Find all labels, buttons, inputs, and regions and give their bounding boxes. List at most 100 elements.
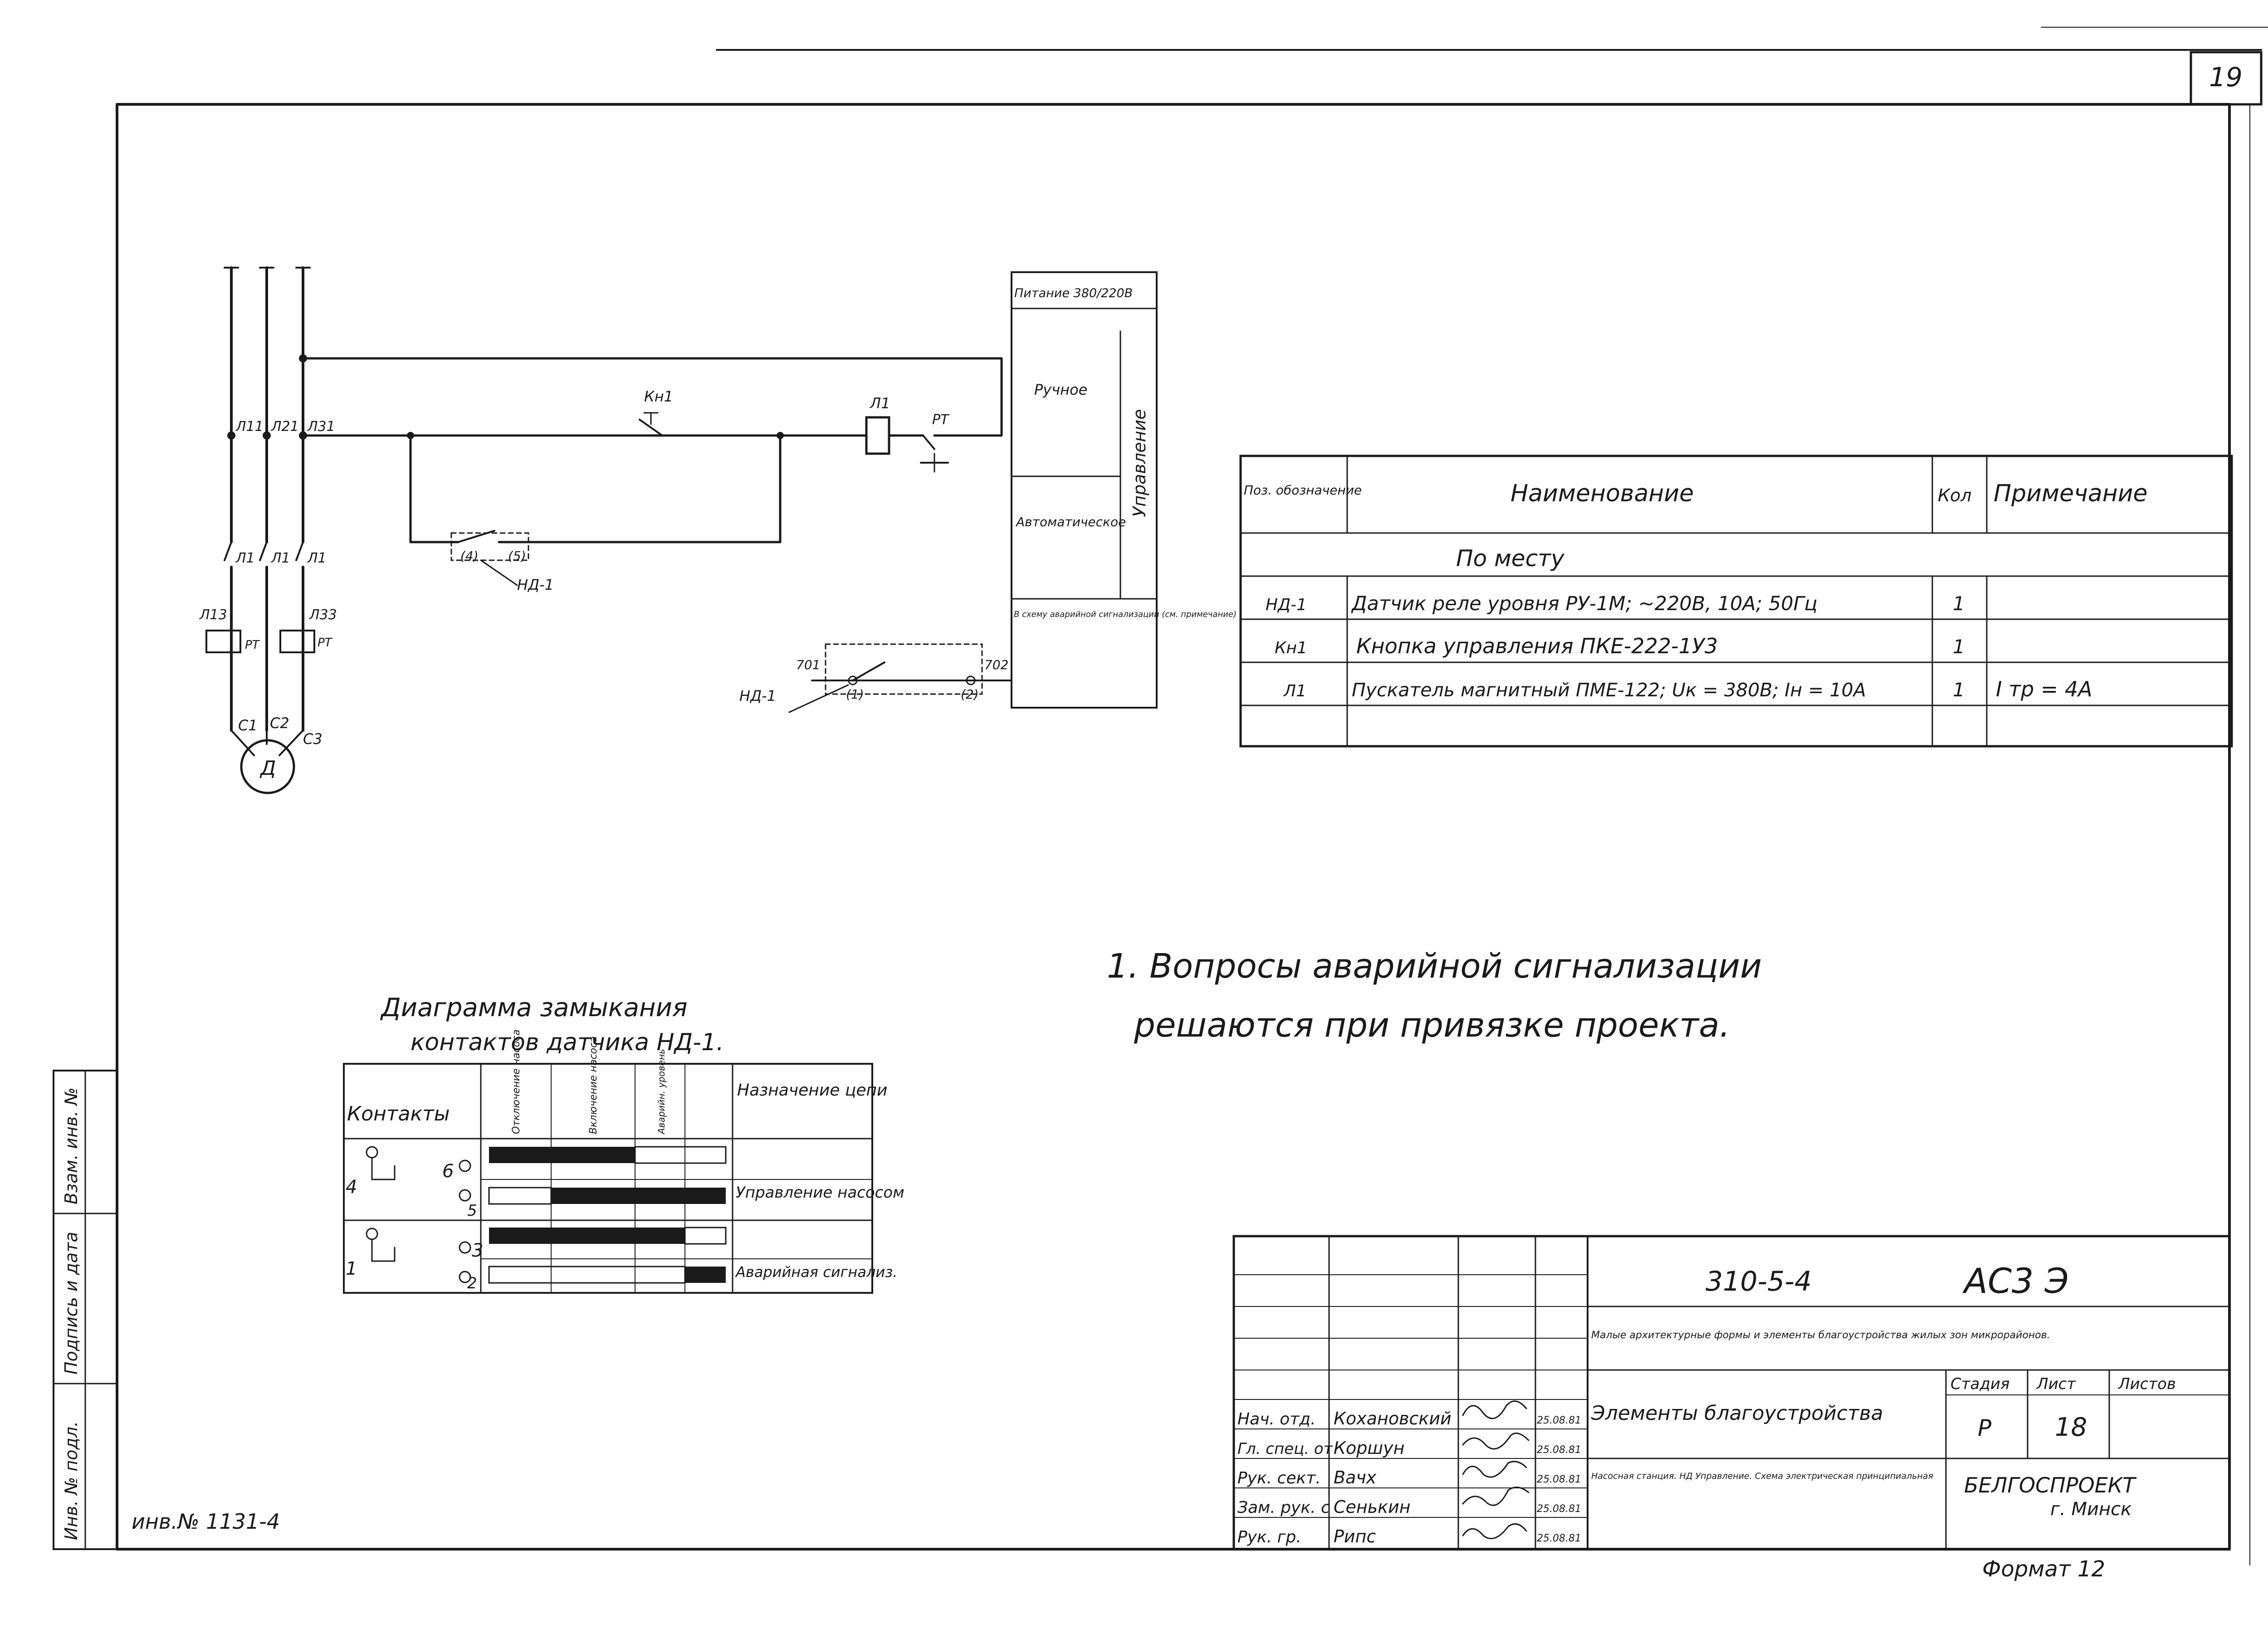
- contact-g2-purpose: Аварийная сигнализ.: [735, 1263, 897, 1281]
- label-c3: С3: [303, 730, 323, 748]
- staff-name-5: Рипс: [1334, 1526, 1376, 1546]
- title-city: г. Минск: [2050, 1499, 2131, 1520]
- contact-header-on: Включение насоса: [588, 1036, 599, 1134]
- staff-role-2: Гл. спец. от: [1237, 1440, 1333, 1458]
- spec-header-qty: Кол: [1938, 485, 1972, 505]
- mode-auto: Автоматическое: [1015, 514, 1126, 529]
- label-alarm-1: (1): [846, 687, 864, 702]
- label-rt-a: РТ: [245, 638, 260, 652]
- spec-section: По месту: [1456, 545, 1565, 572]
- spec-row3-pos: Л1: [1283, 682, 1306, 700]
- mode-table: [1011, 271, 1158, 709]
- title-header-sheet: Лист: [2036, 1375, 2076, 1393]
- inventory-note: инв.№ 1131-4: [132, 1509, 280, 1534]
- title-mark: АС3 Э: [1962, 1261, 2069, 1301]
- spec-header-pos: Поз. обозначение: [1244, 483, 1362, 498]
- contact-g2-b: 3: [472, 1240, 483, 1261]
- contact-header-contacts: Контакты: [347, 1102, 450, 1125]
- label-701: 701: [796, 657, 820, 672]
- label-contact-5: (5): [508, 548, 526, 563]
- contact-g1-c: 5: [467, 1202, 477, 1220]
- mode-manual: Ручное: [1034, 381, 1087, 398]
- label-coil-l1: Л1: [870, 395, 890, 412]
- title-sheet-no: 18: [2055, 1413, 2087, 1442]
- stamp-replace-inv: Взам. инв. №: [61, 1087, 81, 1204]
- stamp-signature-date: Подпись и дата: [61, 1232, 81, 1375]
- label-contact-4: (4): [460, 548, 479, 563]
- contact-diagram-table: [343, 1063, 873, 1294]
- label-l33: Л33: [309, 607, 337, 623]
- title-stage: Р: [1978, 1415, 1992, 1441]
- spec-row1-name: Датчик реле уровня РУ-1М; ~220В, 10А; 50…: [1351, 592, 1818, 615]
- title-header-sheets: Листов: [2117, 1375, 2176, 1393]
- label-rt-b: РТ: [318, 636, 333, 650]
- spec-table: [1239, 455, 2233, 748]
- staff-name-1: Кохановский: [1334, 1409, 1452, 1429]
- contact-header-off: Отключение насоса: [511, 1029, 522, 1134]
- staff-role-1: Нач. отд.: [1237, 1410, 1316, 1429]
- staff-role-5: Рук. гр.: [1237, 1528, 1301, 1546]
- motor-label: Д: [259, 757, 276, 780]
- label-l11: Л11: [235, 419, 264, 435]
- contact-header-purpose: Назначение цепи: [737, 1081, 887, 1100]
- contact-header-alarm: Аварийн. уровень: [656, 1049, 667, 1135]
- contact-g1-b: 6: [442, 1161, 454, 1182]
- label-coil-rt: РТ: [932, 412, 950, 428]
- control-circuit: [302, 357, 1003, 586]
- staff-name-4: Сенькин: [1334, 1497, 1411, 1517]
- contact-diagram-title-1: Диаграмма замыкания: [380, 993, 688, 1022]
- title-part: Элементы благоустройства: [1591, 1402, 1883, 1425]
- note-line-2: решаются при привязке проекта.: [1134, 1006, 1730, 1045]
- label-l13: Л13: [199, 607, 227, 623]
- staff-date-1: 25.08.81: [1537, 1415, 1581, 1426]
- spec-header-note: Примечание: [1994, 480, 2148, 507]
- stamp-inv-no: Инв. № подл.: [61, 1421, 81, 1540]
- power-circuit: [205, 266, 315, 794]
- spec-row2-qty: 1: [1953, 636, 1965, 658]
- format-note: Формат 12: [1982, 1556, 2105, 1582]
- label-l31: Л31: [307, 419, 335, 435]
- spec-row1-qty: 1: [1953, 592, 1965, 615]
- spec-header-name: Наименование: [1510, 480, 1694, 507]
- label-c2: С2: [270, 714, 289, 732]
- spec-row3-note: I тр = 4А: [1996, 677, 2092, 701]
- mode-alarm-note: В схему аварийной сигнализации (см. прим…: [1014, 610, 1237, 619]
- label-702: 702: [984, 657, 1008, 672]
- staff-role-4: Зам. рук. с: [1237, 1498, 1330, 1517]
- label-l21: Л21: [271, 419, 299, 435]
- mode-table-header: Питание 380/220В: [1014, 286, 1133, 300]
- title-project: Малые архитектурные формы и элементы бла…: [1591, 1330, 2050, 1341]
- spec-row2-name: Кнопка управления ПКЕ-222-1У3: [1356, 634, 1718, 658]
- page-number: 19: [2209, 62, 2243, 93]
- spec-row2-pos: Кн1: [1275, 639, 1307, 657]
- contact-g2-a: 1: [346, 1258, 357, 1279]
- title-org: БЕЛГОСПРОЕКТ: [1964, 1473, 2137, 1497]
- label-l1-b: Л1: [271, 550, 290, 566]
- label-l1-a: Л1: [235, 550, 255, 566]
- label-l1-c: Л1: [307, 550, 327, 566]
- staff-date-5: 25.08.81: [1537, 1533, 1581, 1544]
- contact-diagram-title-2: контактов датчика НД-1.: [411, 1029, 724, 1056]
- staff-date-2: 25.08.81: [1537, 1444, 1581, 1456]
- staff-date-4: 25.08.81: [1537, 1503, 1581, 1515]
- staff-role-3: Рук. сект.: [1237, 1469, 1321, 1487]
- staff-name-2: Коршун: [1334, 1438, 1404, 1458]
- mode-side-label: Управление: [1129, 409, 1149, 517]
- alarm-circuit: [788, 643, 1012, 713]
- contact-g1-purpose: Управление насосом: [736, 1184, 904, 1202]
- contact-g1-a: 4: [346, 1177, 357, 1198]
- staff-date-3: 25.08.81: [1537, 1474, 1581, 1485]
- spec-row1-pos: НД-1: [1266, 596, 1307, 614]
- title-sheet-title: Насосная станция. НД Управление. Схема э…: [1591, 1471, 1933, 1481]
- note-line-1: 1. Вопросы аварийной сигнализации: [1107, 947, 1762, 986]
- title-code: 310-5-4: [1706, 1266, 1812, 1297]
- spec-row3-qty: 1: [1953, 679, 1965, 701]
- spec-row3-name: Пускатель магнитный ПМЕ-122; Uк = 380В; …: [1352, 679, 1866, 701]
- label-nd1-alarm: НД-1: [739, 687, 776, 704]
- label-nd1-ctrl: НД-1: [517, 576, 554, 593]
- title-block: [1232, 1235, 2231, 1551]
- label-alarm-2: (2): [961, 687, 979, 702]
- title-header-stage: Стадия: [1950, 1375, 2009, 1393]
- label-c1: С1: [238, 717, 258, 734]
